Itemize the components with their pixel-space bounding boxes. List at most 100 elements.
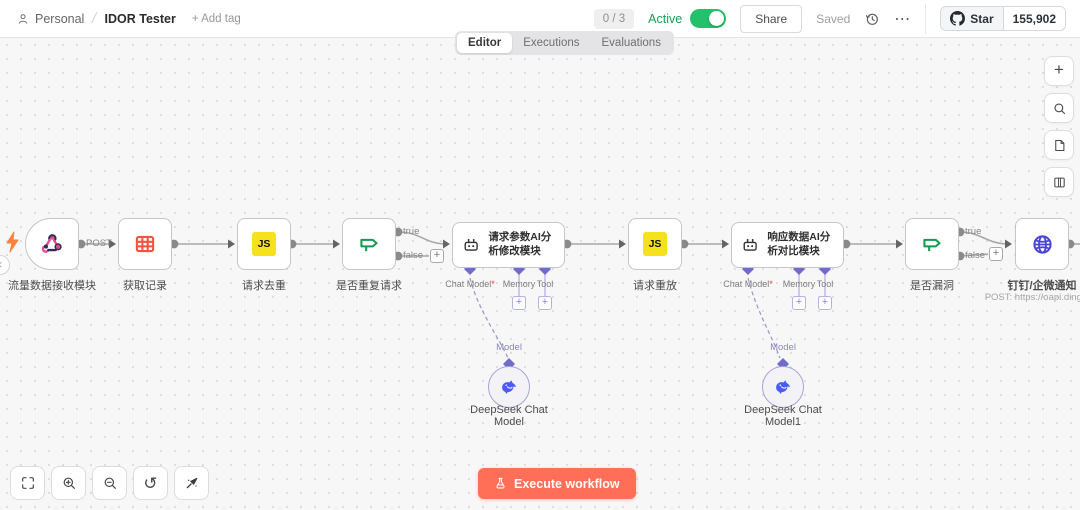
deepseek-whale-icon: [776, 380, 790, 394]
edge-label-false: false: [965, 250, 986, 261]
workflow-canvas[interactable]: ‹ JS: [0, 38, 1080, 510]
node-ai-agent-request[interactable]: 请求参数AI分析修改模块: [452, 222, 565, 268]
required-marker: *: [491, 279, 495, 289]
globe-icon: [1032, 234, 1052, 254]
edge-label-post: POST: [86, 238, 112, 249]
zoom-out-icon: [104, 477, 116, 489]
ellipsis-icon: ⋯: [894, 10, 912, 28]
undo-button[interactable]: ↺: [133, 466, 168, 500]
if-signpost-icon: [360, 238, 378, 252]
node-ai-agent-response[interactable]: 响应数据AI分析对比模块: [731, 222, 844, 268]
node-title: 请求参数AI分析修改模块: [488, 231, 552, 257]
node-label: 钉钉/企微通知: [1007, 280, 1077, 292]
breadcrumb-separator: /: [90, 10, 99, 27]
split-panel-button[interactable]: [1044, 167, 1074, 197]
project-crumb[interactable]: Personal: [16, 12, 84, 26]
github-star-widget[interactable]: Star 155,902: [940, 6, 1066, 31]
required-marker: *: [769, 279, 773, 289]
node-label: 是否漏洞: [910, 280, 954, 292]
canvas-side-toolbar: +: [1044, 56, 1074, 197]
node-data-table[interactable]: [118, 218, 172, 270]
add-node-button[interactable]: +: [1044, 56, 1074, 86]
more-options-button[interactable]: ⋯: [894, 9, 911, 29]
sticky-note-button[interactable]: [1044, 130, 1074, 160]
saved-status: Saved: [816, 11, 851, 26]
node-subtitle: POST: https://oapi.dingtalk.: [984, 292, 1080, 303]
execution-usage-badge: 0 / 3: [593, 8, 635, 29]
plus-icon: +: [1054, 60, 1064, 79]
node-code-dedupe[interactable]: JS: [237, 218, 291, 270]
connection-edges: [6, 227, 1080, 370]
search-icon: [1053, 102, 1065, 114]
tab-executions[interactable]: Executions: [523, 37, 580, 49]
zoom-in-button[interactable]: [51, 466, 86, 500]
add-node-button-false-branch[interactable]: +: [430, 249, 444, 263]
share-button[interactable]: Share: [740, 4, 803, 33]
workflow-history-button[interactable]: [864, 11, 880, 27]
node-http-notify[interactable]: [1015, 218, 1069, 270]
toggle-knob: [709, 11, 725, 26]
add-memory-button[interactable]: +: [792, 296, 806, 310]
edge-label-false: false: [403, 250, 424, 261]
port-label-memory: Memory: [782, 279, 816, 289]
workflow-name[interactable]: IDOR Tester: [104, 11, 176, 26]
github-icon: [950, 11, 966, 26]
node-if-vulnerable[interactable]: [905, 218, 959, 270]
node-label: 请求重放: [633, 280, 677, 292]
port-label-tool: Tool: [816, 279, 834, 289]
add-tool-button[interactable]: +: [538, 296, 552, 310]
model-port-label: Model: [496, 342, 522, 353]
history-clock-icon: [866, 13, 879, 25]
add-node-button-false-branch[interactable]: +: [989, 247, 1003, 261]
user-icon: [18, 13, 28, 24]
node-label: DeepSeek Chat Model1: [744, 404, 822, 428]
canvas-zoom-controls: ↺: [10, 466, 209, 500]
edge-label-true: true: [965, 226, 982, 237]
javascript-icon: JS: [643, 232, 667, 256]
fit-view-icon: [21, 477, 34, 489]
port-label-chat-model: Chat Model*: [723, 279, 773, 289]
columns-icon: [1053, 177, 1065, 187]
node-title: 响应数据AI分析对比模块: [767, 231, 831, 257]
port-label-chat-model: Chat Model*: [445, 279, 495, 289]
node-label: 是否重复请求: [336, 280, 402, 292]
add-memory-button[interactable]: +: [512, 296, 526, 310]
port-label-memory: Memory: [502, 279, 536, 289]
node-label: DeepSeek Chat Model: [470, 404, 548, 428]
header-divider: [925, 3, 927, 34]
zoom-in-icon: [63, 477, 75, 489]
star-count: 155,902: [1003, 7, 1065, 30]
tidy-wand-icon: [186, 477, 197, 489]
note-icon: [1054, 139, 1064, 151]
node-if-duplicate[interactable]: [342, 218, 396, 270]
trigger-lightning-icon: [6, 231, 19, 253]
add-tool-button[interactable]: +: [818, 296, 832, 310]
star-label: Star: [970, 11, 994, 26]
node-label: 流量数据接收模块: [8, 280, 96, 292]
robot-icon: [464, 238, 478, 251]
node-deepseek-model-1[interactable]: [488, 366, 530, 408]
node-code-replay[interactable]: JS: [628, 218, 682, 270]
undo-icon: ↺: [143, 473, 158, 493]
javascript-icon: JS: [252, 232, 276, 256]
active-toggle[interactable]: [690, 9, 727, 28]
add-tag-button[interactable]: + Add tag: [191, 12, 241, 25]
execute-workflow-label: Execute workflow: [514, 476, 620, 491]
flask-icon: [496, 477, 505, 489]
edge-label-true: true: [403, 226, 420, 237]
if-signpost-icon: [923, 238, 941, 252]
model-port-label: Model: [770, 342, 796, 353]
tab-evaluations[interactable]: Evaluations: [601, 37, 661, 49]
node-webhook-trigger[interactable]: [25, 218, 79, 270]
tab-editor[interactable]: Editor: [457, 33, 513, 53]
fit-view-button[interactable]: [10, 466, 45, 500]
node-deepseek-model-2[interactable]: [762, 366, 804, 408]
execute-workflow-button[interactable]: Execute workflow: [478, 468, 636, 499]
view-tabs: Editor Executions Evaluations: [455, 31, 674, 55]
table-icon: [135, 235, 155, 253]
tidy-up-button[interactable]: [174, 466, 209, 500]
port-label-tool: Tool: [536, 279, 554, 289]
zoom-out-button[interactable]: [92, 466, 127, 500]
breadcrumb: Personal / IDOR Tester + Add tag: [0, 10, 241, 27]
search-nodes-button[interactable]: [1044, 93, 1074, 123]
